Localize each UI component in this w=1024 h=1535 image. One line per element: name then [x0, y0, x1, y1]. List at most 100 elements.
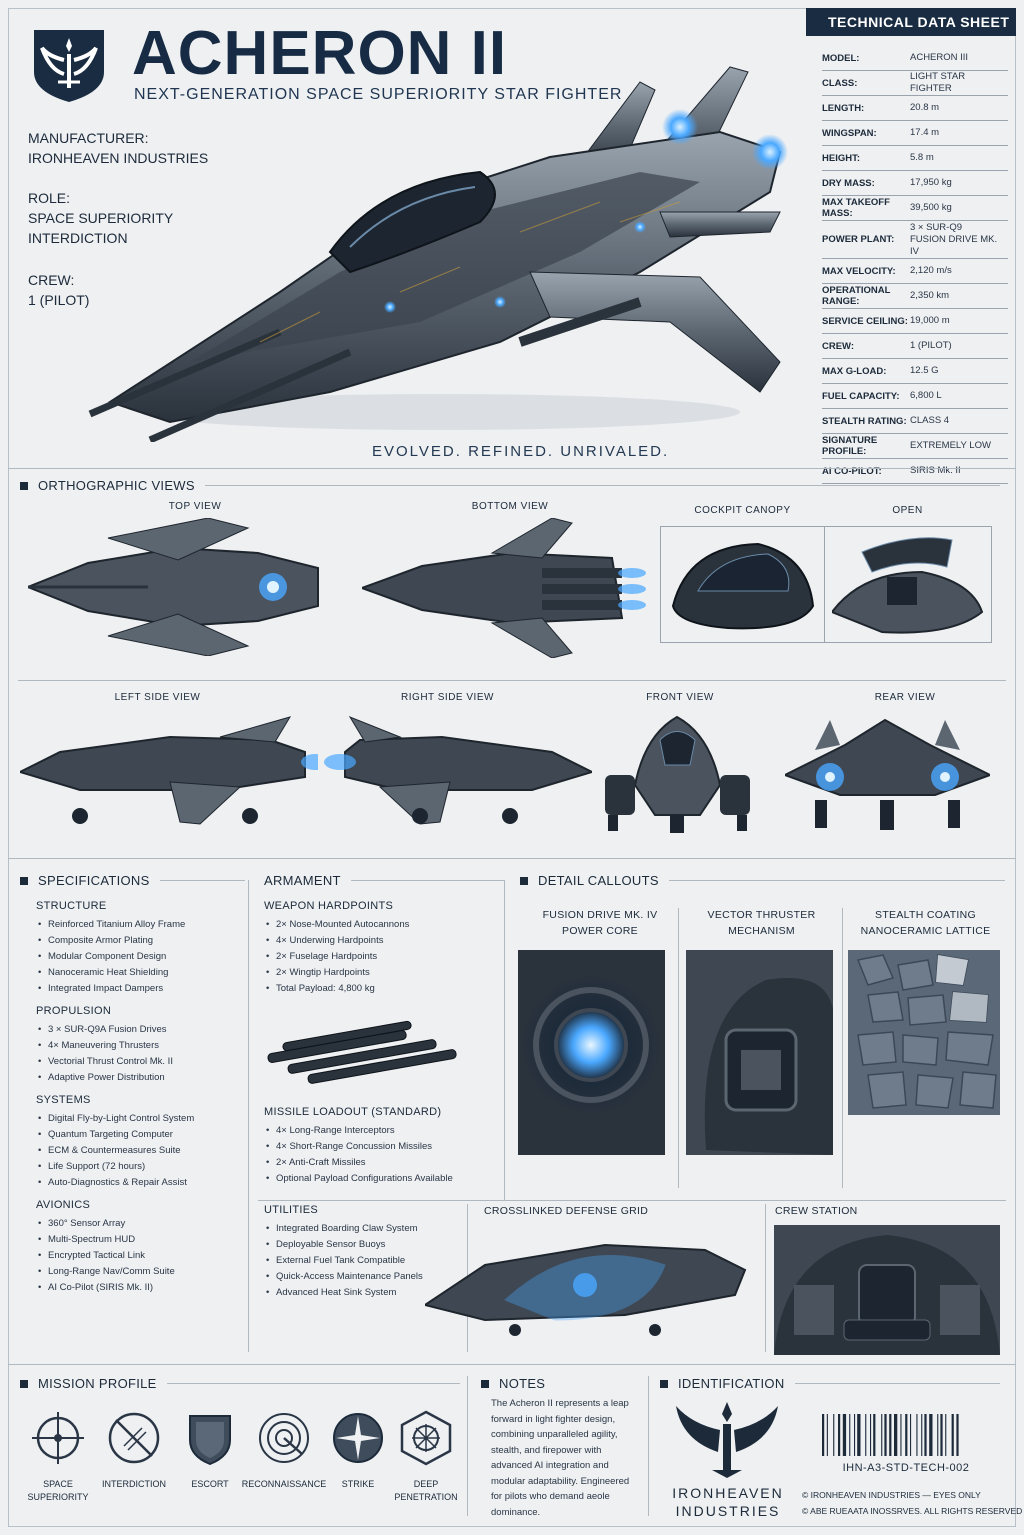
canopy-label: COCKPIT CANOPY	[694, 505, 791, 516]
list-item: 4× Short-Range Concussion Missiles	[264, 1139, 504, 1155]
armament-title: ARMAMENT	[264, 873, 341, 888]
barcode-bar	[889, 1414, 892, 1456]
section-marker-icon	[20, 876, 28, 885]
datasheet-row: HEIGHT:5.8 m	[822, 146, 1008, 171]
list-item: 360° Sensor Array	[36, 1216, 246, 1232]
barcode-bar	[921, 1414, 923, 1456]
barcode-bar	[910, 1414, 912, 1456]
canopy-divider	[824, 526, 825, 643]
star-strike-icon	[333, 1413, 383, 1463]
datasheet-key: WINGSPAN:	[822, 127, 877, 139]
barcode-bar	[870, 1414, 872, 1456]
section-marker-icon	[660, 1379, 668, 1388]
bottom-view-image	[362, 518, 646, 658]
role-value-1: SPACE SUPERIORITY	[28, 210, 174, 226]
stealth-coating-image	[848, 950, 1000, 1115]
top-view-image	[28, 518, 319, 656]
crew-station-label: CREW STATION	[775, 1205, 858, 1217]
list-item: AI Co-Pilot (SIRIS Mk. II)	[36, 1280, 246, 1296]
mission-label-line: ESCORT	[191, 1479, 229, 1489]
left-side-view-label: LEFT SIDE VIEW	[114, 692, 201, 703]
section-rule	[204, 485, 1000, 486]
list-item: 4× Underwing Hardpoints	[264, 933, 504, 949]
datasheet-value-line: 3 × SUR-Q9	[910, 221, 963, 233]
datasheet-key: FUEL CAPACITY:	[822, 390, 900, 402]
datasheet-value-line: 39,500 kg	[910, 202, 952, 213]
spec-structure: STRUCTURE Reinforced Titanium Alloy Fram…	[36, 900, 246, 997]
tagline: EVOLVED. REFINED. UNRIVALED.	[372, 443, 670, 460]
mission-label-line: RECONNAISSANCE	[241, 1479, 327, 1489]
identification-name-line-2: INDUSTRIES	[675, 1503, 781, 1519]
barcode-bar	[929, 1414, 933, 1456]
callouts-title: DETAIL CALLOUTS	[538, 873, 659, 888]
datasheet-key: CLASS:	[822, 77, 858, 89]
datasheet-key: POWER PLANT:	[822, 234, 895, 245]
barcode-bar	[881, 1414, 883, 1456]
left-side-view-image	[20, 716, 318, 825]
barcode-bar	[916, 1414, 918, 1456]
datasheet-key: AI CO-PILOT:	[822, 465, 882, 477]
barcode-bar	[884, 1414, 887, 1456]
datasheet-row: LENGTH:20.8 m	[822, 96, 1008, 121]
datasheet-key: MAX G-LOAD:	[822, 365, 887, 377]
right-side-view-label: RIGHT SIDE VIEW	[401, 692, 494, 703]
right-side-view-image	[324, 715, 592, 825]
page-subtitle: NEXT-GENERATION SPACE SUPERIORITY STAR F…	[134, 86, 623, 103]
crew-value: 1 (PILOT)	[28, 292, 90, 308]
barcode-bar	[956, 1414, 959, 1456]
datasheet-title: TECHNICAL DATA SHEET	[806, 8, 1016, 36]
ironheaven-shield-logo	[34, 30, 104, 102]
section-marker-icon	[481, 1379, 489, 1388]
datasheet-value-line: 1 (PILOT)	[910, 340, 952, 351]
manufacturer-block: MANUFACTURER: IRONHEAVEN INDUSTRIES	[28, 128, 228, 168]
datasheet-row: FUEL CAPACITY:6,800 L	[822, 384, 1008, 409]
copyright-line-1: © IRONHEAVEN INDUSTRIES — EYES ONLY	[802, 1490, 981, 1500]
barcode	[822, 1414, 959, 1456]
barcode-bar	[833, 1414, 835, 1456]
missiles-image	[267, 1020, 457, 1084]
deep-penetration-icon	[400, 1410, 452, 1466]
list-item: 2× Nose-Mounted Autocannons	[264, 917, 504, 933]
list-item: Digital Fly-by-Light Control System	[36, 1111, 246, 1127]
datasheet-row: STEALTH RATING:CLASS 4	[822, 409, 1008, 434]
barcode-bar	[854, 1414, 856, 1456]
datasheet-row: DRY MASS:17,950 kg	[822, 171, 1008, 196]
datasheet-value-line: ACHERON III	[910, 52, 969, 63]
datasheet-value-line: 20.8 m	[910, 102, 940, 113]
barcode-bar	[940, 1414, 943, 1456]
column-divider	[467, 1376, 468, 1516]
list-item: Vectorial Thrust Control Mk. II	[36, 1054, 246, 1070]
armament-utilities: UTILITIES Integrated Boarding Claw Syste…	[264, 1204, 464, 1301]
list-item: Optional Payload Configurations Availabl…	[264, 1171, 504, 1187]
callout-fusion-label-1: FUSION DRIVE MK. IV	[542, 909, 658, 921]
datasheet-value: 39,500 kg	[910, 202, 1008, 214]
datasheet-value-line: 12.5 G	[910, 365, 939, 376]
column-divider	[648, 1376, 649, 1516]
bottom-view-label: BOTTOM VIEW	[471, 501, 549, 512]
datasheet-value: CLASS 4	[910, 415, 1008, 427]
spec-avionics-heading: AVIONICS	[36, 1199, 91, 1211]
mission-label-strike: STRIKE	[313, 1478, 403, 1491]
role-block: ROLE: SPACE SUPERIORITY INTERDICTION	[28, 188, 228, 248]
datasheet-value: 19,000 m	[910, 315, 1008, 327]
datasheet-value: ACHERON III	[910, 52, 1008, 64]
callout-thruster-label-2: MECHANISM	[728, 925, 795, 937]
spec-avionics-list: 360° Sensor ArrayMulti-Spectrum HUDEncry…	[36, 1216, 246, 1296]
barcode-bar	[826, 1414, 828, 1456]
list-item: Reinforced Titanium Alloy Frame	[36, 917, 246, 933]
datasheet-row: MAX VELOCITY:2,120 m/s	[822, 259, 1008, 284]
spec-propulsion-heading: PROPULSION	[36, 1005, 112, 1017]
barcode-bar	[937, 1414, 939, 1456]
datasheet-value: 20.8 m	[910, 102, 1008, 114]
list-item: 4× Long-Range Interceptors	[264, 1123, 504, 1139]
datasheet-key: OPERATIONAL RANGE:	[822, 285, 891, 307]
list-item: 2× Wingtip Hardpoints	[264, 965, 504, 981]
list-item: 2× Anti-Craft Missiles	[264, 1155, 504, 1171]
datasheet-value-line: 19,000 m	[910, 315, 950, 326]
list-item: Long-Range Nav/Comm Suite	[36, 1264, 246, 1280]
barcode-bar	[873, 1414, 876, 1456]
page-title: ACHERON II	[132, 19, 508, 88]
divider	[258, 1200, 1006, 1201]
radar-icon	[259, 1413, 309, 1463]
